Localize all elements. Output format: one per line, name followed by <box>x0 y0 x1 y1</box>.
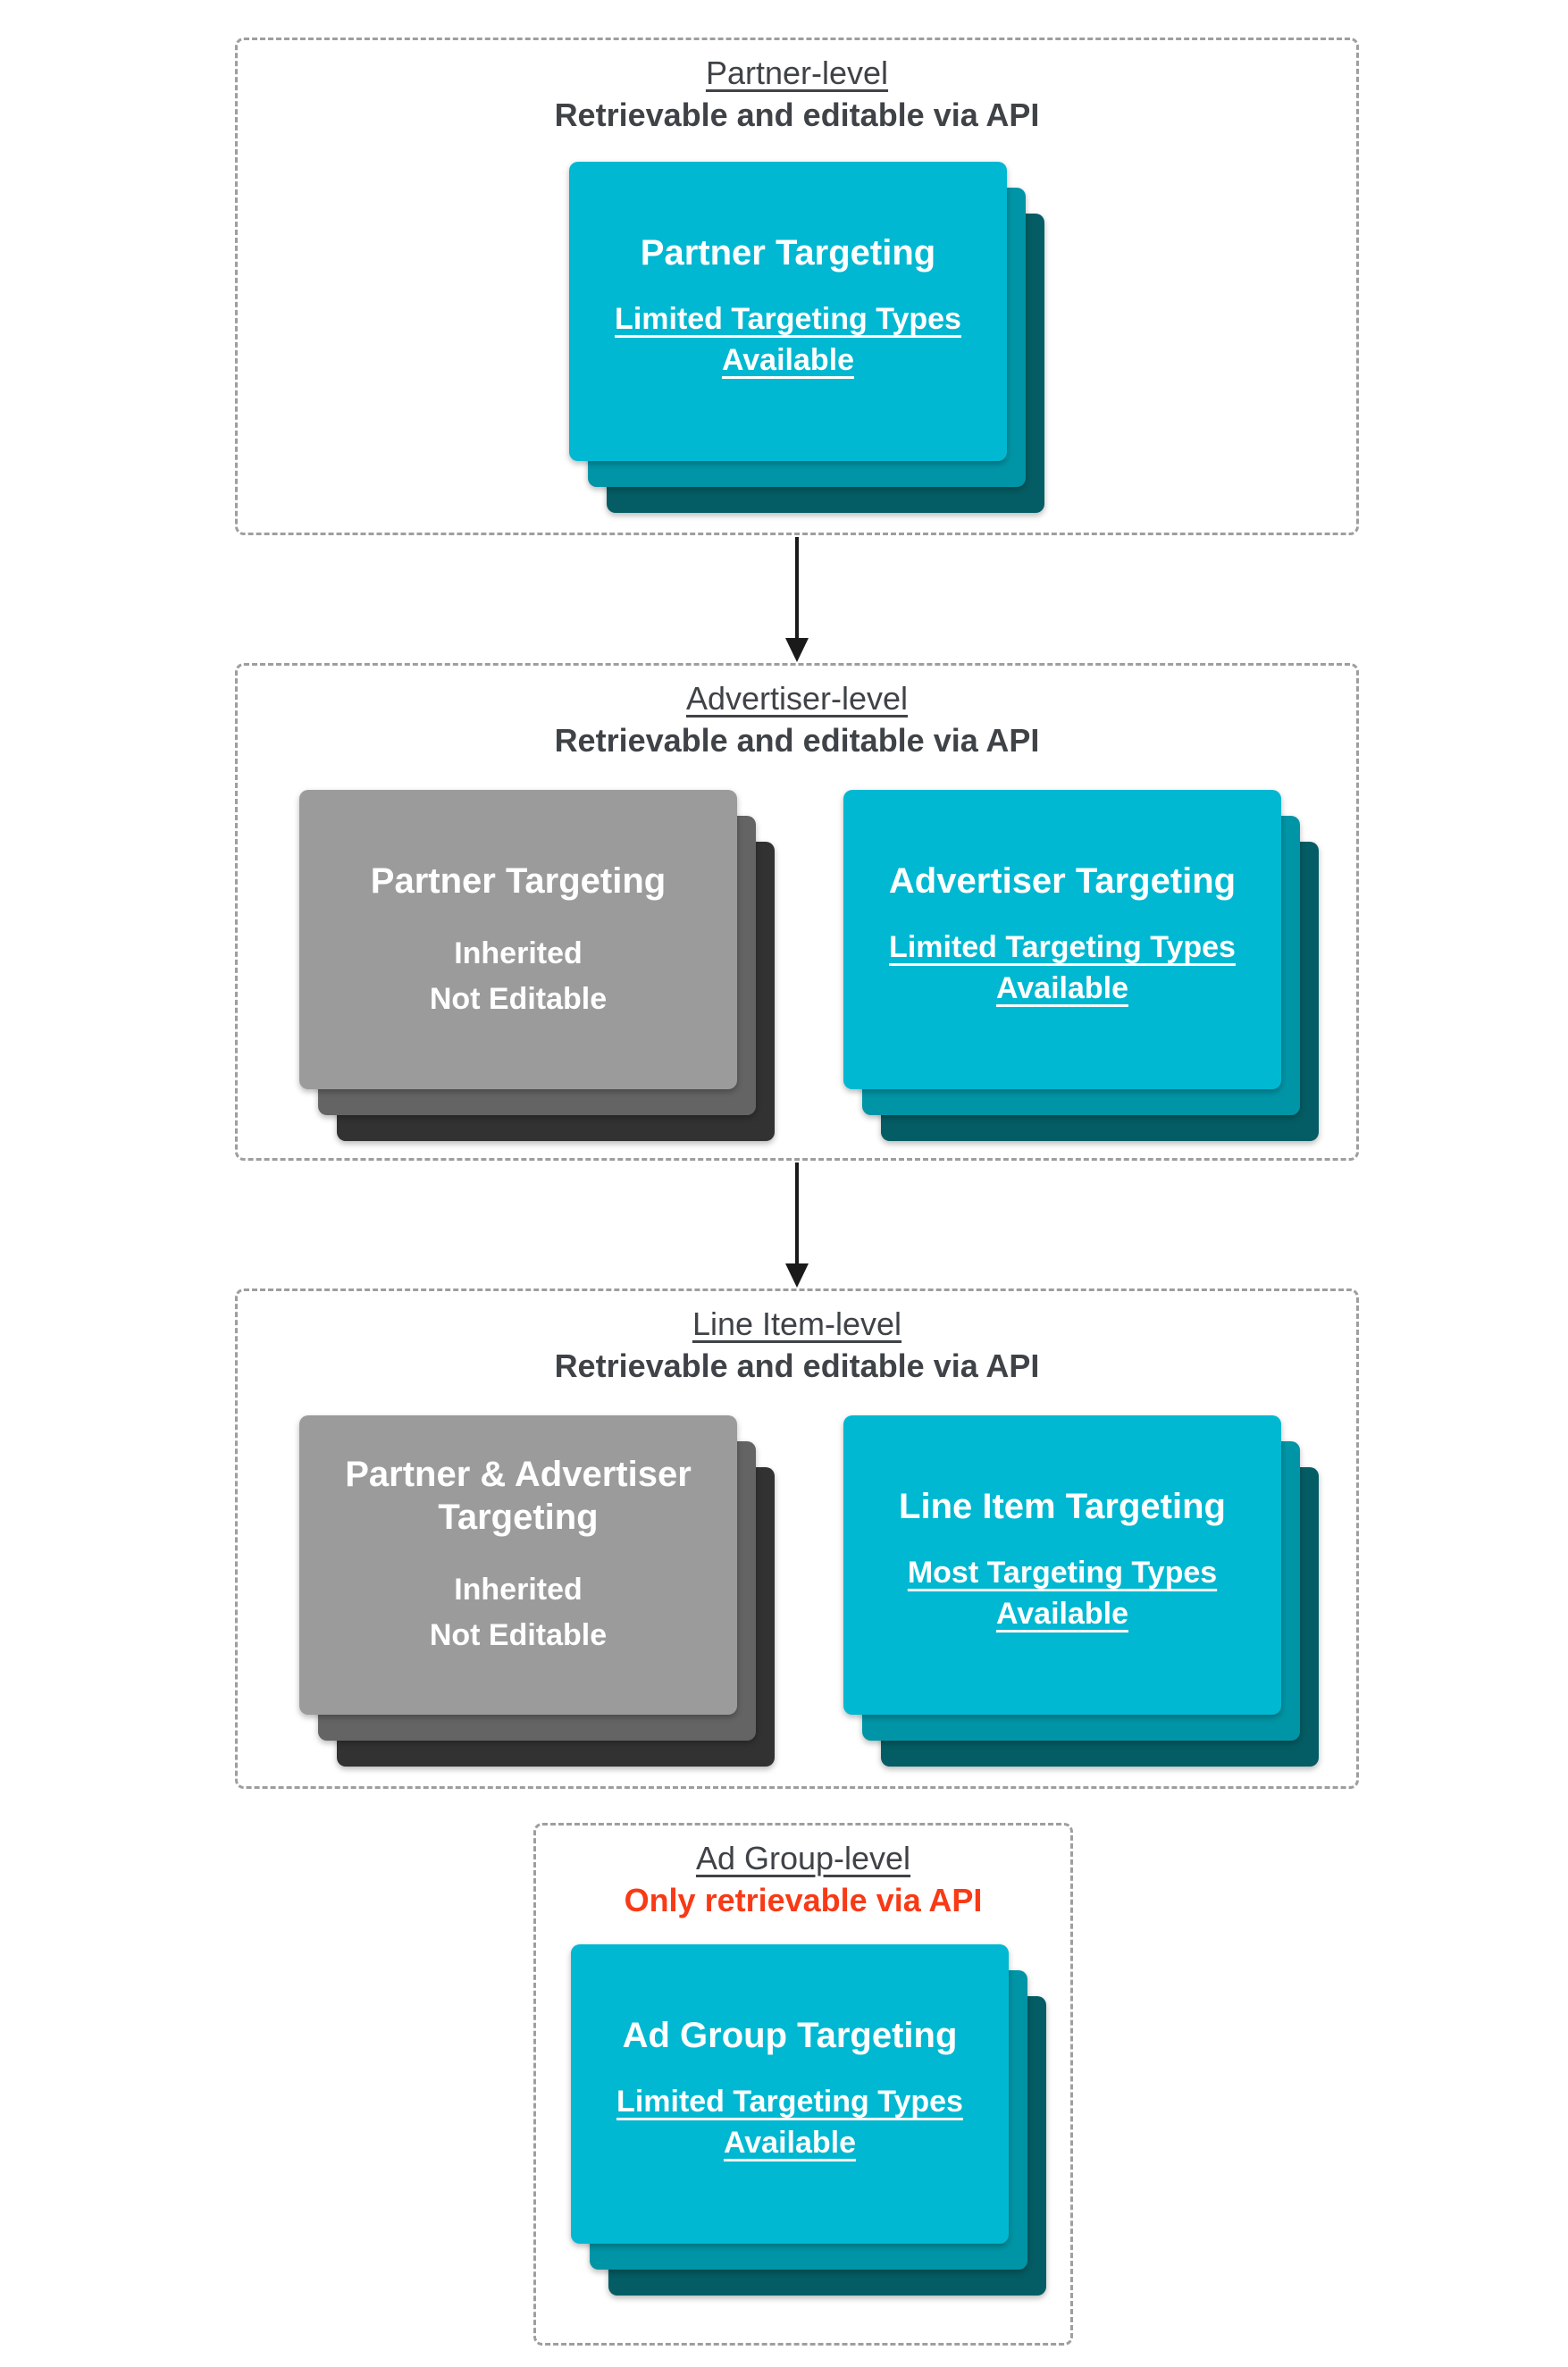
card-subtitle-line: Inherited <box>454 1573 583 1607</box>
card-subtitle: Inherited Not Editable <box>324 931 712 1022</box>
section-title: Advertiser-level <box>685 680 909 717</box>
section-title: Ad Group-level <box>695 1840 911 1876</box>
arrow-shaft <box>795 537 799 639</box>
card-partner-targeting-inherited: Partner Targeting Inherited Not Editable <box>299 790 737 1089</box>
card-subtitle-line: Available <box>723 2125 857 2160</box>
card-subtitle-line: Limited Targeting Types <box>615 302 961 336</box>
card-subtitle-line: Most Targeting Types <box>907 1556 1218 1590</box>
section-subtitle: Only retrievable via API <box>624 1881 983 1918</box>
card-stack-partner-targeting: Partner Targeting Limited Targeting Type… <box>569 162 1044 513</box>
section-title: Partner-level <box>705 55 889 91</box>
card-subtitle-line: Available <box>995 970 1129 1005</box>
card-title: Line Item Targeting <box>899 1487 1226 1526</box>
card-stack-ad-group-targeting: Ad Group Targeting Limited Targeting Typ… <box>571 1944 1046 2296</box>
card-subtitle: Limited Targeting Types Available <box>596 2082 984 2163</box>
arrow-down-icon <box>785 1163 809 1288</box>
section-partner-level: Partner-level Retrievable and editable v… <box>235 38 1359 535</box>
card-stack-advertiser-targeting: Advertiser Targeting Limited Targeting T… <box>843 790 1319 1141</box>
arrow-head <box>785 1263 809 1288</box>
card-stack-line-item-targeting: Line Item Targeting Most Targeting Types… <box>843 1415 1319 1767</box>
card-subtitle: Limited Targeting Types Available <box>594 299 982 381</box>
arrow-head <box>785 638 809 662</box>
section-ad-group-level: Ad Group-level Only retrievable via API … <box>533 1823 1073 2346</box>
card-stack-inherited-partner-targeting: Partner Targeting Inherited Not Editable <box>299 790 775 1141</box>
card-ad-group-targeting: Ad Group Targeting Limited Targeting Typ… <box>571 1944 1009 2244</box>
card-subtitle: Most Targeting Types Available <box>868 1553 1256 1634</box>
section-header: Partner-level Retrievable and editable v… <box>238 40 1356 137</box>
card-subtitle-line: Available <box>995 1596 1129 1631</box>
card-title: Partner Targeting <box>640 233 936 273</box>
section-subtitle: Retrievable and editable via API <box>554 96 1040 133</box>
section-advertiser-level: Advertiser-level Retrievable and editabl… <box>235 663 1359 1161</box>
card-line-item-targeting: Line Item Targeting Most Targeting Types… <box>843 1415 1281 1715</box>
card-subtitle: Limited Targeting Types Available <box>868 927 1256 1009</box>
card-stack-inherited-partner-advertiser-targeting: Partner & Advertiser Targeting Inherited… <box>299 1415 775 1767</box>
card-subtitle-line: Inherited <box>454 936 583 970</box>
card-title: Partner & Advertiser Targeting <box>345 1455 692 1537</box>
section-subtitle: Retrievable and editable via API <box>554 1347 1040 1384</box>
card-subtitle-line: Limited Targeting Types <box>889 930 1236 964</box>
section-title: Line Item-level <box>692 1305 902 1342</box>
section-subtitle: Retrievable and editable via API <box>554 721 1040 759</box>
card-subtitle-line: Not Editable <box>429 982 608 1016</box>
section-header: Line Item-level Retrievable and editable… <box>238 1291 1356 1388</box>
card-title: Advertiser Targeting <box>888 861 1237 901</box>
card-title: Partner Targeting <box>370 861 667 901</box>
card-subtitle-line: Not Editable <box>429 1618 608 1652</box>
card-partner-advertiser-targeting-inherited: Partner & Advertiser Targeting Inherited… <box>299 1415 737 1715</box>
section-header: Ad Group-level Only retrievable via API <box>536 1826 1070 1922</box>
card-title: Ad Group Targeting <box>622 2016 958 2055</box>
card-advertiser-targeting: Advertiser Targeting Limited Targeting T… <box>843 790 1281 1089</box>
arrow-shaft <box>795 1163 799 1264</box>
card-subtitle-line: Limited Targeting Types <box>616 2085 963 2119</box>
arrow-down-icon <box>785 537 809 662</box>
card-subtitle: Inherited Not Editable <box>324 1567 712 1658</box>
section-header: Advertiser-level Retrievable and editabl… <box>238 666 1356 762</box>
card-subtitle-line: Available <box>721 342 855 377</box>
card-partner-targeting: Partner Targeting Limited Targeting Type… <box>569 162 1007 461</box>
section-line-item-level: Line Item-level Retrievable and editable… <box>235 1288 1359 1789</box>
